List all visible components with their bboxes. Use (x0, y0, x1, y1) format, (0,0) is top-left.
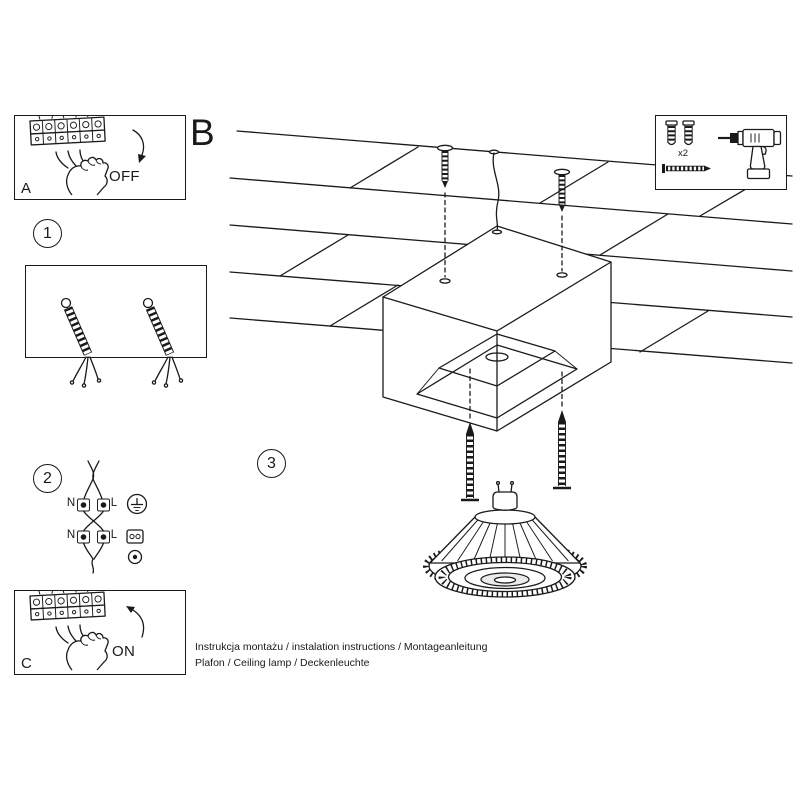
wall-plug-icon (683, 121, 694, 145)
lamp-body-cube (382, 225, 612, 432)
cable-clamp-icon (126, 529, 144, 565)
alignment-dashes (444, 192, 563, 419)
terminal-block-hand-icon (29, 116, 109, 196)
es111-bulb-illustration (423, 480, 587, 598)
terminal-block-hand-icon (29, 591, 109, 671)
drill-icon (718, 128, 782, 180)
tools-illustration (662, 116, 782, 180)
ground-symbol-icon (126, 493, 148, 515)
footer-product-line: Plafon / Ceiling lamp / Deckenleuchte (195, 657, 370, 669)
wiring-diagram (77, 460, 148, 574)
panel-power-off: OFF A (14, 115, 186, 200)
wire-label-n1: N (66, 497, 76, 509)
step-1-frame (25, 265, 207, 358)
step-2-badge: 2 (33, 464, 62, 493)
step-1-badge: 1 (33, 219, 62, 248)
arrow-down-icon (132, 129, 146, 163)
section-b-label: B (190, 112, 215, 153)
on-label: ON (112, 643, 136, 660)
footer-instructions-line: Instrukcja montażu / instalation instruc… (195, 641, 488, 653)
screw-icon (662, 164, 711, 173)
switch-off-illustration (29, 116, 146, 196)
wire-label-l1: L (110, 497, 118, 509)
off-label: OFF (109, 168, 140, 185)
mounting-screw-right (553, 410, 571, 488)
ceiling-screw-left (438, 145, 453, 188)
switch-on-illustration (29, 591, 145, 671)
step-3-badge: 3 (257, 449, 286, 478)
wall-plug-icon (666, 121, 677, 145)
mounting-screw-left (461, 422, 479, 500)
panel-power-on: ON C (14, 590, 186, 675)
wire-label-l2: L (110, 529, 118, 541)
wire-label-n2: N (66, 529, 76, 541)
ceiling-wire (488, 149, 503, 235)
panel-c-label: C (21, 655, 32, 672)
panel-a-label: A (21, 180, 32, 197)
dowel-quantity-label: x2 (677, 148, 689, 159)
arrow-up-icon (126, 606, 145, 638)
panel-tools: x2 (655, 115, 787, 190)
